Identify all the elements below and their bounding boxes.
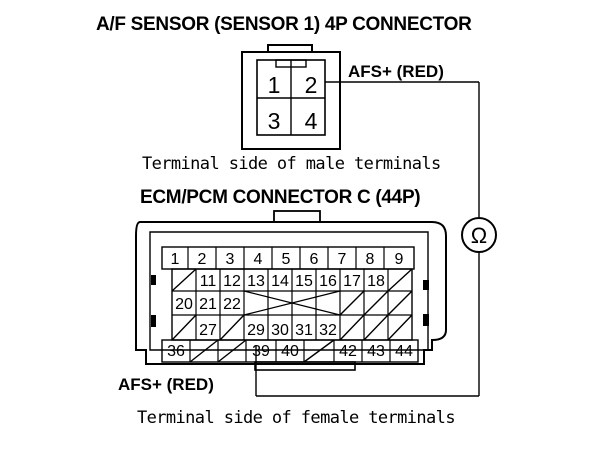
ecm-empty-slash: [339, 290, 365, 316]
afs-label-bottom: AFS+ (RED): [118, 375, 214, 394]
ecm-pin-30: 30: [271, 322, 289, 339]
ecm-empty-slash: [387, 314, 413, 341]
ohmmeter-symbol: Ω: [471, 223, 487, 248]
ecm-pin-12: 12: [223, 273, 241, 290]
ecm-pin-13: 13: [247, 273, 265, 290]
ecm-pin-7: 7: [338, 251, 347, 268]
ecm-pin-4: 4: [254, 251, 263, 268]
ecm-pin-29: 29: [247, 322, 265, 339]
ecm-pin-2: 2: [198, 251, 207, 268]
female-terminal-caption: Terminal side of female terminals: [137, 408, 456, 428]
ecm-empty-slash: [363, 290, 389, 316]
ecm-pin-11: 11: [200, 273, 217, 290]
ecm-pin-31: 31: [295, 322, 313, 339]
ecm-pin-18: 18: [367, 273, 385, 290]
ecm-empty-slash: [339, 314, 365, 341]
ecm-connector-inner-shell: [149, 231, 429, 351]
ecm-empty-slash: [363, 314, 389, 341]
ecm-pin-6: 6: [310, 251, 319, 268]
af-pin-3: 3: [268, 108, 281, 134]
ecm-pin-5: 5: [282, 251, 291, 268]
ecm-empty-slash: [303, 339, 335, 363]
ecm-lock-left-upper: [151, 275, 156, 285]
af-pin-1: 1: [268, 72, 281, 98]
ecm-connector-latch: [273, 210, 321, 223]
ecm-pin-1: 1: [171, 251, 180, 268]
ecm-pin-43: 43: [367, 343, 385, 360]
ecm-pin-15: 15: [295, 273, 313, 290]
ecm-lock-left-lower: [151, 315, 156, 327]
ecm-pin-22: 22: [223, 296, 241, 313]
ecm-connector-title: ECM/PCM CONNECTOR C (44P): [140, 187, 421, 208]
ecm-pin-14: 14: [271, 273, 289, 290]
ecm-pin-40: 40: [281, 343, 299, 360]
ecm-lock-right-upper: [423, 280, 429, 290]
ecm-pin-9: 9: [395, 251, 404, 268]
ecm-row5-frame: [161, 339, 419, 363]
ecm-pin-39: 39: [252, 343, 270, 360]
ecm-pin-20: 20: [175, 296, 193, 313]
ecm-empty-slash: [219, 314, 245, 341]
ecm-pin-36: 36: [167, 343, 185, 360]
ecm-pin-32: 32: [319, 322, 337, 339]
af-connector-title: A/F SENSOR (SENSOR 1) 4P CONNECTOR: [96, 14, 472, 35]
ecm-pin-27: 27: [199, 322, 217, 339]
ecm-pin-21: 21: [199, 296, 217, 313]
ecm-pin-16: 16: [319, 273, 337, 290]
ecm-lock-right-lower: [423, 314, 429, 326]
ecm-connector-shell: [135, 221, 447, 365]
af-pin-2: 2: [305, 72, 318, 98]
ecm-pin-17: 17: [343, 273, 361, 290]
ecm-empty-slash: [387, 268, 413, 292]
ecm-empty-slash: [387, 290, 413, 316]
ecm-unused-cross: [243, 290, 341, 316]
afs-label-top: AFS+ (RED): [348, 62, 444, 81]
ecm-empty-slash: [217, 339, 247, 363]
ecm-empty-slash: [171, 314, 197, 341]
ecm-pin-42: 42: [339, 343, 357, 360]
af-connector-latch: [267, 44, 313, 52]
ecm-empty-slash: [189, 339, 219, 363]
af-pin-4: 4: [305, 108, 318, 134]
male-terminal-caption: Terminal side of male terminals: [142, 154, 441, 174]
ecm-pin-44: 44: [395, 343, 413, 360]
af-connector-body: [241, 51, 341, 150]
ecm-empty-slash: [171, 268, 197, 292]
ecm-pin-3: 3: [226, 251, 235, 268]
ecm-pin-8: 8: [366, 251, 375, 268]
